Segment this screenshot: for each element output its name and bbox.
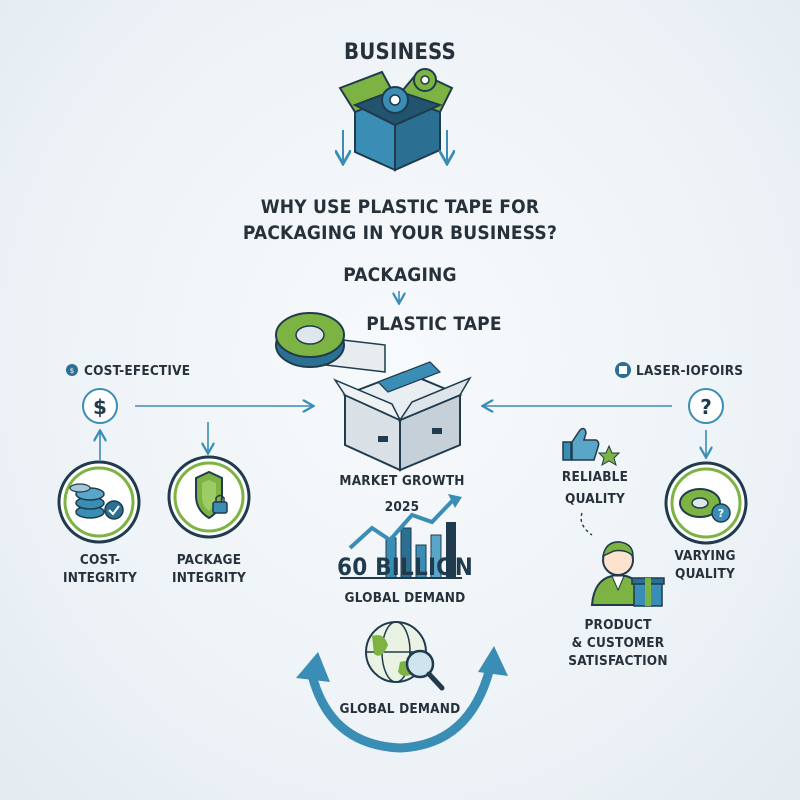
- business-title: BUSINESS: [344, 40, 456, 65]
- cost-integrity-label: COST- INTEGRITY: [50, 551, 150, 587]
- tape-roll-icon: [275, 312, 386, 373]
- laser-header: LASER-IOFOIRS: [636, 363, 744, 379]
- cost-integrity-line-1: COST-: [79, 552, 121, 568]
- market-growth-line-2: 2025: [384, 499, 420, 515]
- svg-text:$: $: [70, 367, 74, 375]
- varying-line-2: QUALITY: [675, 566, 735, 582]
- reliable-line-2: QUALITY: [565, 491, 625, 507]
- market-growth-line-1: MARKET GROWTH: [339, 473, 465, 489]
- shield-lock-icon: [167, 455, 251, 539]
- cost-effective-header: COST-EFECTIVE: [84, 363, 191, 379]
- global-demand-label: GLOBAL DEMAND: [344, 590, 466, 606]
- question-icon: ?: [688, 388, 724, 424]
- market-growth-chart: [340, 494, 462, 579]
- cost-integrity-line-2: INTEGRITY: [63, 570, 137, 586]
- plastic-tape-label: PLASTIC TAPE: [366, 313, 502, 335]
- cycle-arrow: [296, 646, 508, 753]
- tape-question-icon: ?: [664, 461, 748, 545]
- business-box-icon: [340, 68, 452, 172]
- satisfaction-line-1: PRODUCT: [584, 617, 652, 633]
- svg-text:?: ?: [700, 395, 712, 419]
- puzzle-badge-icon: [615, 362, 631, 378]
- package-integrity-label: PACKAGE INTEGRITY: [159, 551, 259, 587]
- reliable-line-1: RELIABLE: [561, 469, 629, 485]
- reliable-quality-label: RELIABLE QUALITY: [545, 468, 645, 508]
- coins-stack-icon: [57, 460, 141, 544]
- satisfaction-label: PRODUCT & CUSTOMER SATISFACTION: [558, 616, 678, 670]
- customer-gift-icon: [590, 541, 665, 607]
- big-number-label: 60 BILLION: [336, 553, 473, 581]
- question-line-2: PACKAGING IN YOUR BUSINESS?: [242, 222, 558, 244]
- package-integrity-line-2: INTEGRITY: [172, 570, 246, 586]
- svg-text:$: $: [93, 395, 107, 419]
- market-growth-title: MARKET GROWTH 2025: [332, 472, 472, 516]
- thumbs-up-icon: [562, 427, 621, 467]
- packaging-label: PACKAGING: [343, 264, 457, 286]
- package-integrity-line-1: PACKAGE: [176, 552, 242, 568]
- globe-search-icon: [365, 621, 445, 691]
- dashed-connector: [580, 512, 593, 536]
- global-demand-bottom-label: GLOBAL DEMAND: [339, 701, 461, 717]
- svg-text:?: ?: [718, 507, 724, 520]
- dollar-icon: $: [82, 388, 118, 424]
- package-box-icon: [332, 361, 472, 472]
- varying-line-1: VARYING: [674, 548, 736, 564]
- question-line-1: WHY USE PLASTIC TAPE FOR: [260, 196, 540, 218]
- satisfaction-line-2: & CUSTOMER: [571, 635, 665, 651]
- varying-quality-label: VARYING QUALITY: [655, 547, 755, 583]
- satisfaction-line-3: SATISFACTION: [568, 653, 668, 669]
- coin-badge-icon: $: [66, 364, 78, 376]
